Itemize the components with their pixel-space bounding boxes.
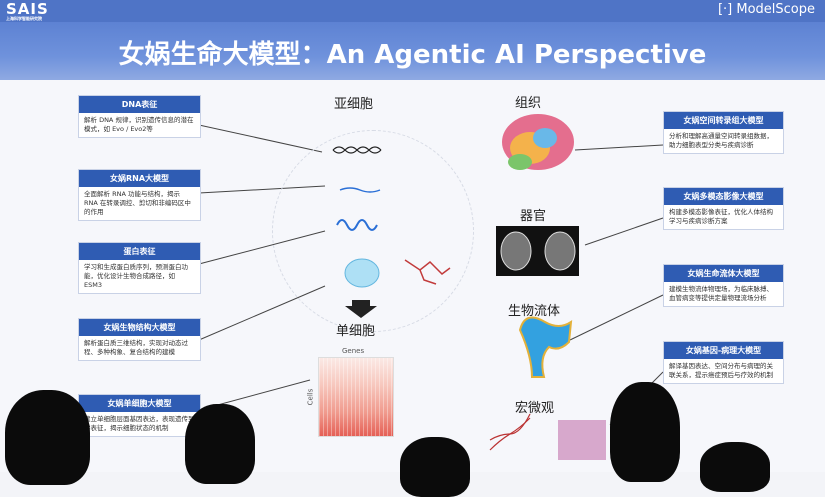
- card-imaging: 女娲多模态影像大模型 构建多模态影像表征，优化人体结构学习与疾病诊断方案: [663, 187, 784, 230]
- card-single-cell: 女娲单细胞大模型 建立单细胞层面基因表达，表现遗传到学表征，揭示细胞状态的机制: [78, 394, 201, 437]
- card-body: 解析 DNA 规律，识别遗传信息的潜在模式，如 Evo / Evo2等: [84, 116, 194, 133]
- label-tissue: 组织: [515, 96, 542, 111]
- card-rna: 女娲RNA大模型 全面解析 RNA 功能与结构，揭示 RNA 在转录调控、剪切和…: [78, 169, 201, 221]
- card-body: 全面解析 RNA 功能与结构，揭示 RNA 在转录调控、剪切和非编码区中的作用: [84, 190, 191, 216]
- subcell-circle: [272, 130, 474, 332]
- card-body: 建立单细胞层面基因表达，表现遗传到学表征，揭示细胞状态的机制: [84, 415, 195, 432]
- brain-scan-right-icon: [544, 231, 576, 271]
- card-title: 女娲生命流体大模型: [664, 265, 783, 282]
- label-subcell: 亚细胞: [334, 97, 374, 112]
- card-title: 女娲基因-病理大模型: [664, 342, 783, 359]
- heatmap-cells-label: Cells: [306, 388, 315, 406]
- modelscope-logo: [·] ModelScope: [717, 2, 815, 17]
- card-title: 女娲空间转录组大模型: [664, 112, 783, 129]
- heatmap-genes-label: Genes: [342, 347, 365, 355]
- label-organ: 器官: [520, 209, 547, 224]
- sais-logo: SAIS 上海科学智能研究院: [6, 0, 49, 22]
- logo-text: SAIS: [6, 0, 49, 18]
- card-dna: DNA表征 解析 DNA 规律，识别遗传信息的潜在模式，如 Evo / Evo2…: [78, 95, 201, 138]
- label-biofluid: 生物流体: [508, 304, 561, 319]
- card-title: 女娲单细胞大模型: [79, 395, 200, 412]
- card-body: 建模生物流体物理场，为临床脉搏、血管病变等提供定量物理流场分析: [669, 285, 773, 302]
- card-title: 女娲生物结构大模型: [79, 319, 200, 336]
- label-macro: 宏微观: [515, 401, 555, 416]
- card-body: 解析蛋白质三维结构，实现对动态过程、多种构象、复合结构的建模: [84, 339, 188, 356]
- title-bar: [0, 22, 825, 80]
- card-body: 构建多模态影像表征，优化人体结构学习与疾病诊断方案: [669, 208, 773, 225]
- card-body: 解译基因表达、空间分布与病理的关联关系，提示癌症预后与疗效的机制: [669, 362, 773, 379]
- card-spatial: 女娲空间转录组大模型 分析和理解高通量空间转录组数据，助力细胞表型分类与疾病诊断: [663, 111, 784, 154]
- card-title: DNA表征: [79, 96, 200, 113]
- dna-strand-icon: [489, 413, 531, 451]
- card-fluid: 女娲生命流体大模型 建模生物流体物理场，为临床脉搏、血管病变等提供定量物理流场分…: [663, 264, 784, 307]
- slide-title: 女娲生命大模型：An Agentic AI Perspective: [118, 40, 707, 70]
- card-body: 分析和理解高通量空间转录组数据，助力细胞表型分类与疾病诊断: [669, 132, 773, 149]
- card-structure: 女娲生物结构大模型 解析蛋白质三维结构，实现对动态过程、多种构象、复合结构的建模: [78, 318, 201, 361]
- brain-scan-left-icon: [500, 231, 532, 271]
- blood-vessel-icon: [518, 316, 573, 378]
- pathology-slide-icon: [558, 420, 606, 460]
- card-body: 学习和生成蛋白质序列，预测蛋白功能，优化设计生物合成路径，如 ESM3: [84, 263, 188, 289]
- logo-subtext: 上海科学智能研究院: [6, 16, 42, 21]
- card-pathology: 女娲基因-病理大模型 解译基因表达、空间分布与病理的关联关系，提示癌症预后与疗效…: [663, 341, 784, 384]
- card-title: 蛋白表征: [79, 243, 200, 260]
- card-title: 女娲多模态影像大模型: [664, 188, 783, 205]
- gene-expression-heatmap: [318, 357, 394, 437]
- label-single-cell: 单细胞: [336, 324, 376, 339]
- top-banner: SAIS 上海科学智能研究院 [·] ModelScope: [0, 0, 825, 22]
- card-protein: 蛋白表征 学习和生成蛋白质序列，预测蛋白功能，优化设计生物合成路径，如 ESM3: [78, 242, 201, 294]
- tissue-section-icon: [502, 114, 574, 170]
- card-title: 女娲RNA大模型: [79, 170, 200, 187]
